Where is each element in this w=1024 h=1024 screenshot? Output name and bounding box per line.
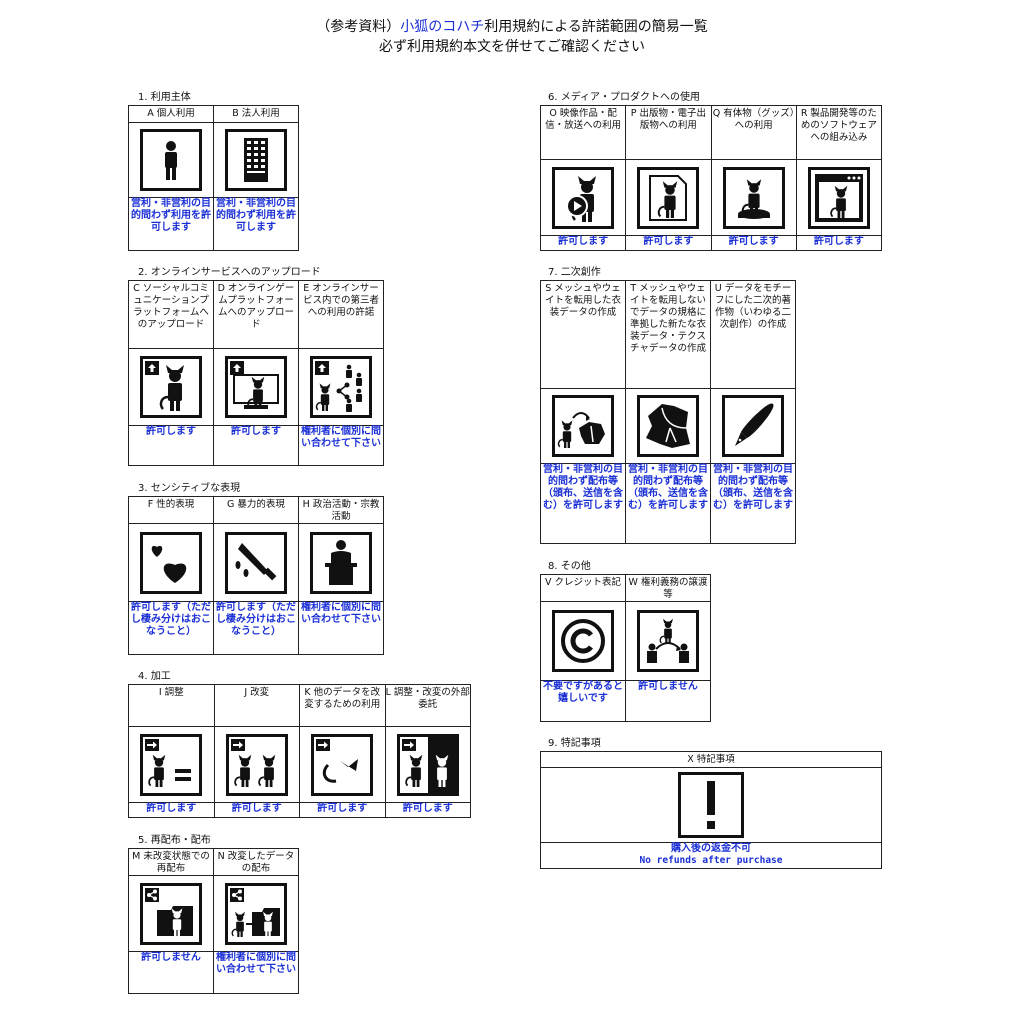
item-header-l: L 調整・改変の外部委託 xyxy=(384,684,471,727)
item-header-g: G 暴力的表現 xyxy=(213,496,299,524)
item-result-x: 購入後の返金不可 No refunds after purchase xyxy=(540,842,882,869)
item-header-t: T メッシュやウェイトを転用しないでデータの規格に準拠した新たな衣装データ・テク… xyxy=(625,280,711,389)
refund-note-ja: 購入後の返金不可 xyxy=(671,843,751,854)
item-header-a: A 個人利用 xyxy=(128,105,214,123)
section-table-8: V クレジット表記 W 権利義務の譲渡等 不要ですがあると嬉しいです 許可しませ… xyxy=(540,574,711,722)
item-header-j: J 改変 xyxy=(213,684,300,727)
item-result-h: 権利者に個別に問い合わせて下さい xyxy=(298,601,384,655)
upload-share-icon xyxy=(310,356,372,418)
section-label-4: 4. 加工 xyxy=(138,671,171,682)
item-result-n: 権利者に個別に問い合わせて下さい xyxy=(213,951,299,994)
transfer-rights-icon xyxy=(637,610,699,672)
section-label-8: 8. その他 xyxy=(548,561,591,572)
hearts-icon xyxy=(140,531,202,594)
item-result-t: 営利・非営利の目的問わず配布等（頒布、送信を含む）を許可します xyxy=(625,463,711,544)
copyright-icon xyxy=(552,610,614,672)
item-result-d: 許可します xyxy=(213,425,299,466)
section-label-2: 2. オンラインサービスへのアップロード xyxy=(138,267,321,278)
item-header-b: B 法人利用 xyxy=(213,105,299,123)
outfit-transfer-icon xyxy=(552,395,614,457)
item-result-r: 許可します xyxy=(795,235,883,251)
item-result-c: 許可します xyxy=(128,425,214,466)
item-header-r: R 製品開発等のためのソフトウェアへの組み込み xyxy=(795,105,883,160)
exclamation-icon xyxy=(678,772,744,838)
software-window-icon xyxy=(807,166,870,229)
section-table-1: A 個人利用 B 法人利用 営利・非営利の目的問わず利用を許可します 営利・非営… xyxy=(128,105,299,251)
section-table-9: X 特記事項 購入後の返金不可 No refunds after purchas… xyxy=(540,751,882,869)
item-header-i: I 調整 xyxy=(128,684,215,727)
item-result-p: 許可します xyxy=(625,235,712,251)
building-icon xyxy=(225,129,287,191)
section-table-5: M 未改変状態での再配布 N 改変したデータの配布 許可しません 権利者に個別に… xyxy=(128,848,299,994)
item-header-m: M 未改変状態での再配布 xyxy=(128,848,214,876)
item-result-s: 営利・非営利の目的問わず配布等（頒布、送信を含む）を許可します xyxy=(540,463,626,544)
section-label-6: 6. メディア・プロダクトへの使用 xyxy=(548,92,701,103)
page-subtitle: 必ず利用規約本文を併せてご確認ください xyxy=(379,39,645,55)
video-icon xyxy=(552,166,615,229)
title-prefix: （参考資料） xyxy=(316,19,401,35)
item-result-m: 許可しません xyxy=(128,951,214,994)
refund-note-en: No refunds after purchase xyxy=(639,855,783,866)
upload-avatar-icon xyxy=(140,356,202,418)
item-result-k: 許可します xyxy=(299,802,386,818)
title-accent: 小狐のコハチ xyxy=(400,19,485,35)
item-result-j: 許可します xyxy=(213,802,300,818)
share-modified-icon xyxy=(225,882,287,945)
upload-monitor-icon xyxy=(225,356,287,418)
parts-icon xyxy=(311,733,374,796)
outfit-icon xyxy=(637,395,699,457)
item-result-g: 許可します（ただし棲み分けはおこなうこと） xyxy=(213,601,299,655)
page-title: （参考資料）小狐のコハチ利用規約による許諾範囲の簡易一覧 xyxy=(0,17,1024,37)
item-header-d: D オンラインゲームプラットフォームへのアップロード xyxy=(213,280,299,349)
figure-icon xyxy=(722,166,785,229)
item-header-v: V クレジット表記 xyxy=(540,574,626,602)
person-icon xyxy=(140,129,202,191)
section-table-4: I 調整 J 改変 K 他のデータを改変するための利用 L 調整・改変の外部委託… xyxy=(128,684,471,818)
item-header-o: O 映像作品・配信・放送への利用 xyxy=(539,105,627,160)
adjust-icon xyxy=(140,733,203,796)
item-result-o: 許可します xyxy=(539,235,627,251)
item-header-e: E オンラインサービス内での第三者への利用の許諾 xyxy=(298,280,384,349)
section-table-6: O 映像作品・配信・放送への利用 P 出版物・電子出版物への利用 Q 有体物（グ… xyxy=(539,105,883,251)
item-header-q: Q 有体物（グッズ）への利用 xyxy=(710,105,797,160)
pen-icon xyxy=(722,395,784,457)
item-result-l: 許可します xyxy=(384,802,471,818)
item-header-k: K 他のデータを改変するための利用 xyxy=(299,684,386,727)
item-header-c: C ソーシャルコミュニケーションプラットフォームへのアップロード xyxy=(128,280,214,349)
outsource-icon xyxy=(396,733,459,796)
item-header-h: H 政治活動・宗教活動 xyxy=(298,496,384,524)
document-icon xyxy=(637,166,700,229)
item-result-a: 営利・非営利の目的問わず利用を許可します xyxy=(128,197,214,251)
item-header-f: F 性的表現 xyxy=(128,496,214,524)
section-table-7: S メッシュやウェイトを転用した衣装データの作成 T メッシュやウェイトを転用し… xyxy=(540,280,796,544)
item-header-n: N 改変したデータの配布 xyxy=(213,848,299,876)
section-label-7: 7. 二次創作 xyxy=(548,267,601,278)
item-header-u: U データをモチーフにした二次的著作物（いわゆる二次創作）の作成 xyxy=(710,280,796,389)
item-result-e: 権利者に個別に問い合わせて下さい xyxy=(298,425,384,466)
item-header-p: P 出版物・電子出版物への利用 xyxy=(625,105,712,160)
item-result-v: 不要ですがあると嬉しいです xyxy=(540,680,626,722)
section-label-5: 5. 再配布・配布 xyxy=(138,835,211,846)
item-result-f: 許可します（ただし棲み分けはおこなうこと） xyxy=(128,601,214,655)
title-suffix: 利用規約による許諾範囲の簡易一覧 xyxy=(484,19,708,35)
section-label-9: 9. 特記事項 xyxy=(548,738,601,749)
item-result-q: 許可します xyxy=(710,235,797,251)
section-table-2: C ソーシャルコミュニケーションプラットフォームへのアップロード D オンライン… xyxy=(128,280,384,466)
section-label-1: 1. 利用主体 xyxy=(138,92,191,103)
item-result-u: 営利・非営利の目的問わず配布等（頒布、送信を含む）を許可します xyxy=(710,463,796,544)
modify-icon xyxy=(225,733,288,796)
item-result-w: 許可しません xyxy=(625,680,711,722)
podium-icon xyxy=(310,531,372,594)
section-label-3: 3. センシティブな表現 xyxy=(138,483,241,494)
item-result-i: 許可します xyxy=(128,802,215,818)
item-header-x: X 特記事項 xyxy=(540,751,882,768)
item-header-s: S メッシュやウェイトを転用した衣装データの作成 xyxy=(540,280,626,389)
item-header-w: W 権利義務の譲渡等 xyxy=(625,574,711,602)
item-result-b: 営利・非営利の目的問わず利用を許可します xyxy=(213,197,299,251)
share-folder-icon xyxy=(140,882,202,945)
knife-icon xyxy=(225,531,287,594)
section-table-3: F 性的表現 G 暴力的表現 H 政治活動・宗教活動 許可します（ただし棲み分け… xyxy=(128,496,384,655)
